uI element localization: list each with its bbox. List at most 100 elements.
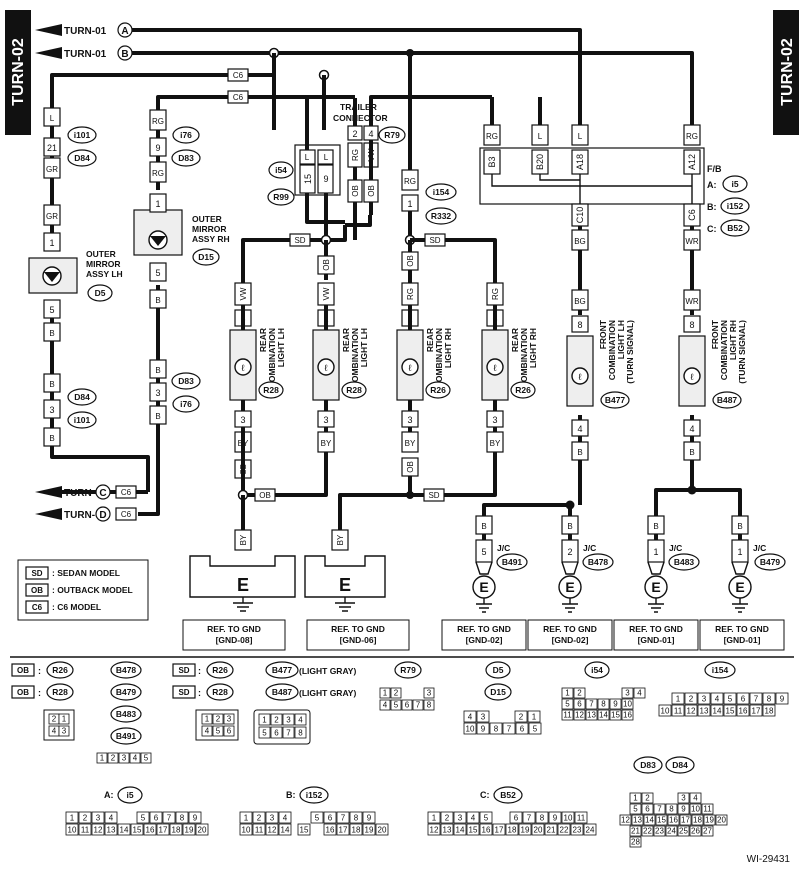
- face-c-cell: [509, 811, 523, 824]
- face-a-pin: 8: [180, 814, 185, 823]
- face-g8-pin: 14: [713, 707, 722, 716]
- svg-text:(LIGHT GRAY): (LIGHT GRAY): [299, 688, 356, 698]
- svg-text:ASSY LH: ASSY LH: [86, 269, 123, 279]
- face-b-cell: [310, 811, 324, 824]
- svg-text:B487: B487: [717, 395, 738, 405]
- bus-a-label: TURN-01: [64, 26, 107, 37]
- svg-text:4: 4: [689, 424, 694, 434]
- svg-text:(TURN SIGNAL): (TURN SIGNAL): [737, 320, 747, 384]
- svg-text:1: 1: [49, 238, 54, 248]
- face-d-cell: [619, 814, 632, 826]
- face-g5-pin: 1: [383, 689, 388, 698]
- svg-text:C6: C6: [687, 209, 697, 221]
- svg-text:R26: R26: [515, 385, 531, 395]
- svg-text:21: 21: [47, 143, 57, 153]
- face-a-cell: [104, 811, 118, 824]
- svg-text:MIRROR: MIRROR: [192, 224, 226, 234]
- face-c-pin: 6: [514, 814, 519, 823]
- face-g4-cell: [294, 726, 307, 739]
- face-b-pin: 15: [300, 826, 309, 835]
- face-g6-pin: 3: [481, 713, 486, 722]
- face-a-pin: 11: [81, 826, 90, 835]
- svg-text:WR: WR: [685, 297, 699, 306]
- face-d-cell: [691, 814, 704, 826]
- face-d-pin: 22: [643, 827, 652, 836]
- face-c-cell: [544, 823, 558, 836]
- face-g8-cell: [710, 704, 724, 717]
- face-g7-pin: 11: [563, 711, 572, 720]
- face-g4-pin: 8: [298, 729, 303, 738]
- face-g8-cell: [749, 692, 763, 705]
- svg-text:SD: SD: [294, 236, 305, 245]
- svg-text:VW: VW: [322, 287, 331, 300]
- svg-text:B3: B3: [487, 156, 497, 167]
- face-c-cell: [583, 823, 597, 836]
- face-c-pin: 12: [430, 826, 439, 835]
- face-d-cell: [689, 792, 702, 804]
- svg-text:8: 8: [577, 320, 582, 330]
- svg-text:B479: B479: [760, 557, 781, 567]
- trailer-connector: TRAILER CONNECTOR R79 2 4 RG VW OB OB: [307, 95, 410, 240]
- svg-text:COMBINATION: COMBINATION: [719, 320, 729, 380]
- svg-text:C: C: [99, 488, 106, 499]
- face-g7-cell: [597, 709, 610, 721]
- face-c-pin: 16: [482, 826, 491, 835]
- face-g5-pin: 7: [416, 701, 421, 710]
- svg-text:D83: D83: [640, 760, 656, 770]
- face-g7-pin: 15: [611, 711, 620, 720]
- face-d-pin: 19: [705, 816, 714, 825]
- svg-text:LIGHT RH: LIGHT RH: [728, 320, 738, 360]
- svg-text:C6: C6: [233, 71, 244, 80]
- svg-text:R28: R28: [212, 687, 228, 697]
- face-c-cell: [561, 811, 575, 824]
- mirror-rh-branch: RG 9 RG i76 D83 1 5 OUTER MIRROR ASSY RH…: [52, 109, 230, 516]
- page-tag-left-text: TURN-02: [10, 38, 27, 106]
- svg-text:E: E: [479, 579, 488, 595]
- svg-text:OB: OB: [367, 185, 376, 197]
- face-d-cell: [653, 825, 666, 837]
- face-g5-cell: [390, 687, 402, 699]
- face-c-cell: [466, 823, 480, 836]
- face-g7-pin: 3: [625, 689, 630, 698]
- face-g8-cell: [684, 692, 698, 705]
- face-g7-cell: [621, 698, 634, 710]
- face-g7-cell: [633, 687, 646, 699]
- svg-text:OB: OB: [351, 185, 360, 197]
- connector-i154: RG 1 i154 R332 SD: [401, 169, 497, 280]
- svg-text:[GND-08]: [GND-08]: [216, 635, 253, 645]
- face-g7-cell: [573, 709, 586, 721]
- svg-text:RG: RG: [686, 132, 698, 141]
- face-a-pin: 9: [193, 814, 198, 823]
- svg-text:D83: D83: [178, 153, 194, 163]
- svg-text:i154: i154: [433, 187, 450, 197]
- face-g7-pin: 4: [637, 689, 642, 698]
- svg-text:R79: R79: [400, 665, 416, 675]
- svg-text:E: E: [565, 579, 574, 595]
- svg-text:LIGHT LH: LIGHT LH: [359, 328, 369, 367]
- face-b-pin: 12: [268, 826, 277, 835]
- svg-text:(LIGHT GRAY): (LIGHT GRAY): [299, 666, 356, 676]
- svg-text:RG: RG: [152, 117, 164, 126]
- svg-text:R28: R28: [346, 385, 362, 395]
- face-g3-cell: [212, 713, 224, 725]
- face-g7-cell: [561, 698, 574, 710]
- svg-text:3: 3: [155, 388, 160, 398]
- svg-text:A12: A12: [687, 154, 697, 170]
- face-d-pin: 2: [645, 794, 650, 803]
- face-b-cell: [336, 823, 350, 836]
- face-d-cell: [665, 803, 678, 815]
- face-a-cell: [175, 811, 189, 824]
- face-g4-cell: [282, 726, 295, 739]
- svg-text:F/B: F/B: [707, 164, 722, 174]
- page-tag-right: TURN-02: [773, 10, 799, 135]
- face-g8-cell: [697, 704, 711, 717]
- svg-text:C6: C6: [233, 93, 244, 102]
- face-g3-cell: [201, 713, 213, 725]
- face-d-pin: 28: [631, 838, 640, 847]
- svg-text:RG: RG: [406, 288, 415, 300]
- face-c-cell: [574, 811, 588, 824]
